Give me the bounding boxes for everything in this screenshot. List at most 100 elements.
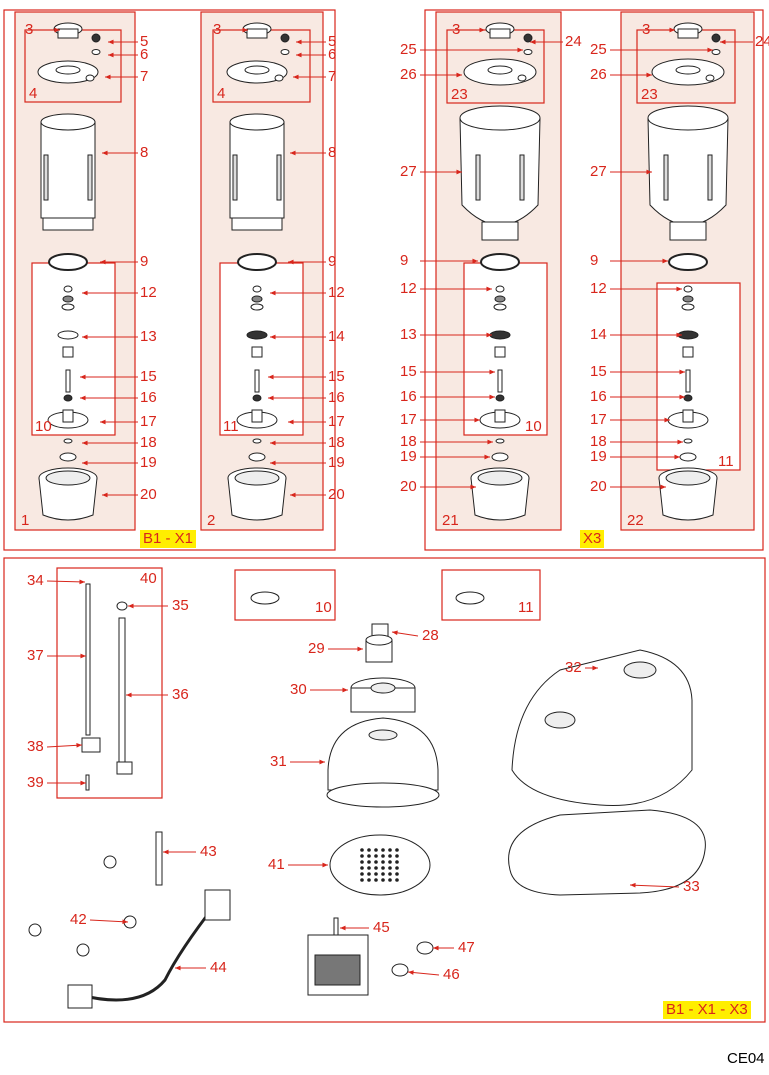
blade-group-box [656,282,741,471]
arrowhead [322,862,328,868]
gasket-part [48,253,88,271]
plug-part [204,889,231,921]
perforation [395,854,399,858]
callout-label: 3 [213,21,222,38]
nut-part [683,285,693,293]
knob-part [523,33,533,43]
knob-part [280,33,290,43]
plate-assembly-inset [455,591,485,605]
jar-neck [42,217,94,231]
arrowhead [270,290,276,296]
jar-rim [647,105,729,131]
leader-line [629,884,680,888]
perforation [374,866,378,870]
lid-center [675,65,701,75]
arrowhead [105,74,111,80]
arrowhead [100,259,106,265]
callout-label: 17 [590,411,607,428]
page-code: CE04 [727,1050,765,1067]
callout-label: 9 [590,252,599,269]
washer-part [63,438,73,444]
arrowhead [80,374,86,380]
seat-part [491,452,509,462]
arrowhead [80,395,86,401]
arrowhead [82,460,88,466]
callout-label: 37 [27,647,44,664]
callout-label: 38 [27,738,44,755]
callout-label: 12 [590,280,607,297]
washer-part [681,303,695,311]
nut-part [252,285,262,293]
perforation [395,848,399,852]
callout-label: 24 [565,33,582,50]
arrowhead [674,454,680,460]
arrowhead [122,919,128,925]
callout-label: 32 [565,659,582,676]
arrowhead [646,169,652,175]
callout-label: 33 [683,878,700,895]
arrowhead [80,653,86,659]
callout-label: 9 [140,253,149,270]
panel-number: 1 [21,512,30,529]
lid-tab [517,74,527,82]
arrowhead [679,369,685,375]
base-plate-part [508,809,706,896]
bushing-part [495,394,505,402]
switch-part [391,963,409,977]
callout-label: 27 [590,163,607,180]
callout-label: 16 [400,388,417,405]
arrowhead [392,630,398,636]
callout-label: 26 [590,66,607,83]
callout-label: 31 [270,753,287,770]
jar-slot [707,154,713,201]
perforation [395,866,399,870]
arrowhead [163,849,169,855]
lid-center [244,65,270,75]
knob-part [711,33,721,43]
base-inner [477,470,523,486]
arrowhead [433,945,439,951]
arrowhead [296,52,302,58]
arrowhead [479,27,485,33]
rod-part [85,583,91,736]
arrowhead [592,665,598,671]
foot-part [76,943,90,957]
callout-label: 13 [400,326,417,343]
washer-part [250,303,264,311]
arrowhead [630,882,636,888]
callout-label: 14 [328,328,345,345]
jar-slot [475,154,481,201]
panel-number: 22 [627,512,644,529]
perforation [388,878,392,882]
lid-group-number: 4 [29,85,38,102]
cap-part [677,28,699,39]
arrowhead [268,395,274,401]
perforation [381,878,385,882]
plate-hub [251,409,263,423]
arrowhead [319,759,325,765]
perforation [360,866,364,870]
perforation [360,848,364,852]
callout-label: 35 [172,597,189,614]
callout-label: 18 [590,433,607,450]
base-part [38,477,98,521]
callout-label: 19 [140,454,157,471]
arrowhead [669,27,675,33]
inset-box-10 [234,569,336,621]
blade-assembly-inset [250,591,280,605]
blade-group-number: 11 [718,453,734,470]
perforation [367,878,371,882]
callout-label: 20 [400,478,417,495]
arrowhead [489,394,495,400]
panel-number: 2 [207,512,216,529]
arrowhead [270,334,276,340]
perforation [367,872,371,876]
callout-label: 45 [373,919,390,936]
arrowhead [79,579,85,585]
callout-label: 25 [590,41,607,58]
callout-label: 29 [308,640,325,657]
callout-label: 12 [140,284,157,301]
gasket-part [480,253,520,271]
arrowhead [456,169,462,175]
